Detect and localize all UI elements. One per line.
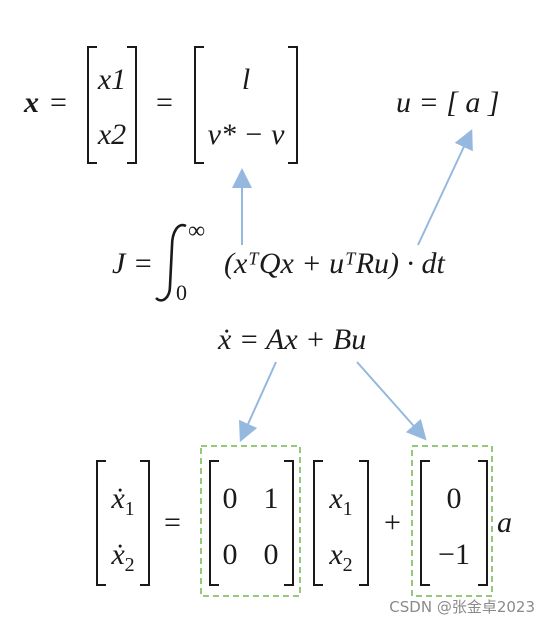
arrow-B-to-vector	[356, 361, 427, 441]
bracket-x-vec	[313, 460, 369, 586]
plus-sign: +	[384, 506, 401, 539]
vec-x-entry-1: x1	[96, 63, 128, 97]
A-cell-21: 0	[222, 538, 238, 571]
A-cell-11: 0	[222, 482, 238, 515]
vec-x-entry-1-text: x1	[97, 63, 127, 96]
control-a-label: a	[497, 506, 512, 539]
A-cell-12: 1	[263, 482, 279, 515]
integral-lower-limit: 0	[176, 280, 187, 305]
arrow-u-from-cost	[417, 128, 473, 246]
vec-l-entry-2: v* − v	[207, 118, 285, 151]
bracket-vec-l	[194, 46, 298, 164]
vec-x-entry-2-text: x2	[97, 118, 127, 151]
B-cell-2: −1	[438, 538, 470, 571]
bracket-A	[209, 460, 294, 586]
vec-x-entry-2: x2	[96, 118, 128, 152]
dashed-box-B	[411, 445, 493, 597]
watermark-text: CSDN @张金卓2023	[389, 598, 535, 616]
x-vec-entry-2: x2	[329, 538, 353, 576]
equals-3: =	[164, 506, 181, 539]
B-cell-1: 0	[446, 482, 462, 515]
integral-upper-limit: ∞	[188, 218, 206, 244]
xdot-entry-1: ẋ1	[111, 482, 135, 520]
bracket-xdot	[96, 460, 150, 586]
arrow-A-to-matrix	[238, 361, 277, 443]
equals-2: =	[156, 86, 173, 119]
dashed-box-A	[200, 445, 301, 597]
xdot-entry-2: ẋ2	[111, 538, 135, 576]
integral-sign	[155, 223, 187, 302]
bracket-B	[420, 460, 488, 586]
bracket-vec-x	[87, 46, 137, 164]
x-state-symbol: x	[24, 86, 39, 119]
A-cell-22: 0	[263, 538, 279, 571]
state-equation: ẋ = Ax + Bu	[218, 323, 367, 356]
u-definition: u = [ a ]	[396, 86, 500, 119]
cost-J-left: J =	[112, 247, 154, 280]
vec-l-entry-1: l	[241, 63, 251, 96]
equals-1: =	[50, 86, 67, 119]
x-vec-entry-1: x1	[329, 482, 353, 520]
cost-integrand: (xᵀQx + uᵀRu) · dt	[224, 247, 445, 280]
